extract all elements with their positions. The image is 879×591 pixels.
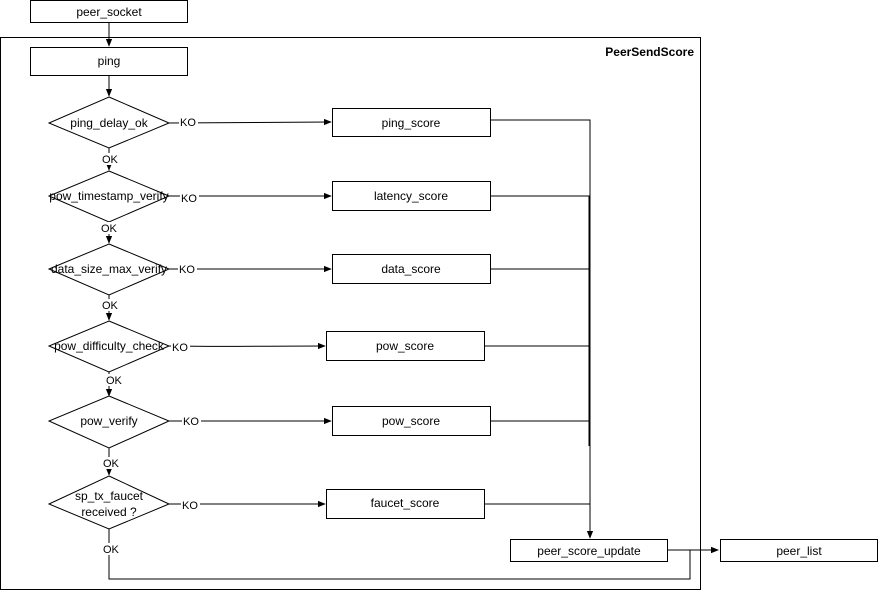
ok-label-2: OK: [101, 223, 118, 235]
label-ping-score: ping_score: [382, 116, 441, 130]
label-pow-score-2: pow_score: [382, 414, 440, 428]
label-peer-socket: peer_socket: [76, 5, 142, 19]
decision-ping-delay-ok: [47, 96, 171, 149]
label-latency-score: latency_score: [374, 189, 448, 203]
ko-label-6: KO: [182, 500, 198, 512]
decision-data-size-max-verify: [47, 243, 171, 296]
ok-label-bg: [105, 374, 125, 386]
label-peer-list: peer_list: [776, 544, 822, 558]
ok-label-3: OK: [102, 300, 119, 312]
ok-label-bg: [101, 299, 121, 311]
label-peer-score-update: peer_score_update: [537, 544, 641, 558]
label-pow-timestamp-verify: pow_timestamp_verify: [49, 189, 168, 203]
label-pow-score-1: pow_score: [376, 339, 434, 353]
ok-label-5: OK: [103, 458, 120, 470]
node-pow-score-1: [326, 331, 485, 361]
ok-label-4: OK: [106, 375, 123, 387]
label-data-size-max-verify: data_size_max_verify: [51, 262, 167, 276]
group-title: PeerSendScore: [605, 45, 694, 59]
node-peer-score-update: [510, 539, 668, 562]
ko-label-3: KO: [179, 264, 195, 276]
ok-label-bg: [102, 457, 122, 469]
ko-label-4: KO: [172, 342, 188, 354]
ko-label-bg: [171, 340, 190, 352]
decision-diamonds: [47, 96, 171, 530]
ko-label-bg: [181, 499, 200, 511]
node-ping: [30, 47, 188, 76]
decision-pow-verify: [47, 395, 171, 449]
label-data-score: data_score: [381, 262, 441, 276]
peer-send-score-group: [0, 37, 701, 590]
decision-pow-difficulty-check: [47, 320, 171, 373]
ok-label-1: OK: [102, 154, 119, 166]
node-faucet-score: [326, 489, 485, 519]
ok-label-bg: [101, 153, 121, 165]
ko-label-5: KO: [183, 416, 199, 428]
node-peer-socket: [30, 0, 188, 23]
node-labels: peer_socket ping ping_delay_ok pow_times…: [49, 5, 822, 558]
process-boxes: [30, 0, 878, 562]
edge-ping-score-to-update: [491, 119, 594, 539]
label-sp-tx-faucet-line2: received ?: [81, 505, 137, 519]
node-pow-score-2: [332, 406, 491, 436]
ok-label-6: OK: [103, 544, 120, 556]
decision-sp-tx-faucet: [47, 475, 171, 530]
label-ping: ping: [98, 54, 121, 68]
ko-label-bg: [182, 415, 201, 427]
label-faucet-score: faucet_score: [371, 496, 440, 510]
node-peer-list: [720, 539, 878, 562]
node-latency-score: [332, 181, 491, 211]
label-sp-tx-faucet-line1: sp_tx_faucet: [75, 489, 144, 503]
node-data-score: [332, 254, 491, 284]
label-pow-difficulty-check: pow_difficulty_check: [54, 339, 165, 353]
ko-label-bg: [180, 191, 199, 203]
ko-label-2: KO: [181, 193, 197, 205]
ko-label-1: KO: [180, 117, 196, 129]
node-ping-score: [332, 108, 491, 137]
edge-labels: KO KO KO KO KO KO OK OK OK OK OK OK: [100, 116, 201, 556]
ok-label-bg: [100, 222, 120, 234]
ko-label-bg: [179, 116, 198, 128]
ko-label-bg: [178, 263, 197, 275]
ok-label-bg: [102, 543, 122, 555]
label-ping-delay-ok: ping_delay_ok: [70, 116, 148, 130]
label-pow-verify: pow_verify: [80, 414, 137, 428]
edge-latency-score: [491, 195, 590, 446]
